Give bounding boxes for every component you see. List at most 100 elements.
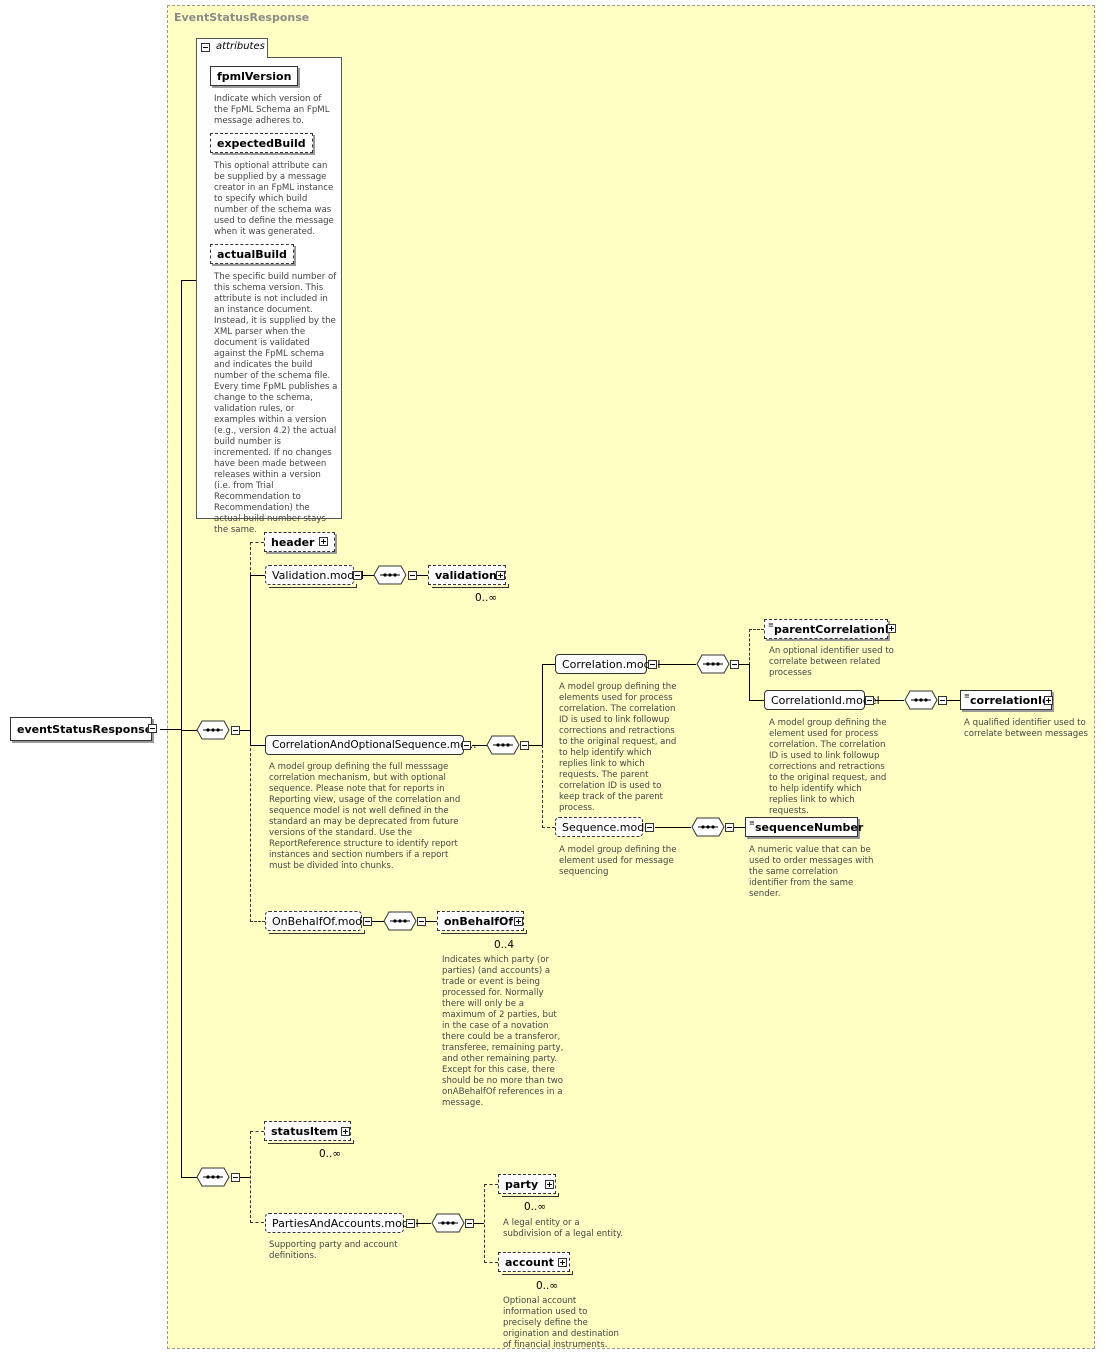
connector <box>472 745 487 746</box>
connector <box>424 921 437 922</box>
group-parties-and-accounts-model[interactable]: PartiesAndAccounts.model <box>265 1213 419 1233</box>
collapse-icon[interactable] <box>520 741 529 750</box>
element-account-label: account <box>505 1255 554 1269</box>
collapse-icon[interactable] <box>648 660 657 669</box>
expand-icon[interactable] <box>319 537 328 546</box>
expand-icon[interactable] <box>545 1180 554 1189</box>
group-on-behalf-of-model[interactable]: OnBehalfOf.model <box>265 911 372 934</box>
connector-optional <box>749 629 750 665</box>
collapse-icon[interactable] <box>865 696 874 705</box>
group-correlation-id-model-desc: A model group defining the element used … <box>769 718 887 816</box>
element-status-item-label: statusItem <box>271 1124 339 1138</box>
collapse-icon[interactable] <box>363 917 372 926</box>
group-correlation-model-label: Correlation.model <box>562 657 661 671</box>
connector-optional <box>250 1131 251 1223</box>
connector-optional <box>484 1184 485 1263</box>
group-correlation-model[interactable]: Correlation.model <box>555 654 660 674</box>
element-party-label: party <box>505 1177 539 1191</box>
connector <box>529 745 542 746</box>
expand-icon[interactable] <box>887 624 896 633</box>
connector <box>240 1177 250 1178</box>
connector <box>875 700 904 701</box>
connector <box>250 575 251 745</box>
root-element-label: eventStatusResponse <box>17 722 153 736</box>
element-account[interactable]: account <box>498 1252 573 1275</box>
sequence-compositor-icon[interactable] <box>383 911 417 931</box>
collapse-icon[interactable] <box>231 1173 240 1182</box>
attribute-fpmlversion[interactable]: fpmlVersion <box>210 66 299 86</box>
on-behalf-of-cardinality: 0..4 <box>494 939 515 951</box>
group-sequence-model[interactable]: Sequence.model <box>555 817 654 837</box>
collapse-icon[interactable] <box>148 724 157 733</box>
sequence-compositor-icon[interactable] <box>196 720 230 740</box>
expand-icon[interactable] <box>341 1127 350 1136</box>
element-correlation-id-label: correlationId <box>970 693 1050 707</box>
element-correlation-id[interactable]: ≡ correlationId <box>960 690 1052 710</box>
connector <box>372 921 384 922</box>
collapse-icon[interactable] <box>406 1219 415 1228</box>
connector-optional <box>484 1262 498 1263</box>
connector <box>181 1177 197 1178</box>
collapse-icon[interactable] <box>201 43 210 52</box>
expand-icon[interactable] <box>514 917 523 926</box>
attribute-expectedbuild[interactable]: expectedBuild <box>210 133 313 153</box>
collapse-icon[interactable] <box>408 571 417 580</box>
element-parent-correlation-id[interactable]: ≡ parentCorrelationId <box>764 619 897 639</box>
collapse-icon[interactable] <box>725 823 734 832</box>
element-sequence-number-label: sequenceNumber <box>755 820 864 834</box>
collapse-icon[interactable] <box>730 660 739 669</box>
expand-icon[interactable] <box>496 571 505 580</box>
connector <box>655 827 691 828</box>
expand-icon[interactable] <box>1044 696 1053 705</box>
element-on-behalf-of-desc: Indicates which party (or parties) (and … <box>442 955 564 1108</box>
collapse-icon[interactable] <box>465 1219 474 1228</box>
connector <box>733 827 745 828</box>
group-validation-model[interactable]: Validation.model <box>265 565 364 588</box>
element-status-item[interactable]: statusItem <box>264 1121 354 1144</box>
collapse-icon[interactable] <box>462 741 471 750</box>
group-parties-and-accounts-model-label: PartiesAndAccounts.model <box>272 1216 419 1230</box>
sequence-compositor-icon[interactable] <box>904 690 938 710</box>
group-correlation-and-optional-sequence-label: CorrelationAndOptionalSequence.mo... <box>272 739 477 751</box>
collapse-icon[interactable] <box>938 696 947 705</box>
collapse-icon[interactable] <box>231 726 240 735</box>
expand-icon[interactable] <box>558 1258 567 1267</box>
connector-optional <box>542 827 555 828</box>
element-header-label: header <box>271 535 315 549</box>
element-header[interactable]: header <box>264 532 336 552</box>
group-correlation-and-optional-sequence-desc: A model group defining the full messsage… <box>269 762 461 871</box>
element-on-behalf-of[interactable]: onBehalfOf <box>437 911 527 934</box>
sequence-compositor-icon[interactable] <box>696 654 730 674</box>
attributes-tab-label: attributes <box>216 41 265 52</box>
element-party[interactable]: party <box>498 1174 559 1197</box>
attribute-actualbuild[interactable]: actualBuild <box>210 244 294 264</box>
connector <box>473 1223 484 1224</box>
account-cardinality: 0..∞ <box>536 1280 559 1292</box>
connector <box>739 664 749 665</box>
sequence-compositor-icon[interactable] <box>691 817 725 837</box>
element-parent-correlation-id-label: parentCorrelationId <box>774 622 897 636</box>
connector <box>749 664 750 701</box>
group-correlation-id-model[interactable]: CorrelationId.model <box>764 690 880 710</box>
connector <box>542 664 543 746</box>
root-element-box[interactable]: eventStatusResponse <box>10 717 152 741</box>
collapse-icon[interactable] <box>417 917 426 926</box>
connector <box>181 280 182 1178</box>
element-validation[interactable]: validation <box>428 565 509 588</box>
validation-cardinality: 0..∞ <box>475 592 498 604</box>
collapse-icon[interactable] <box>645 823 654 832</box>
attributes-tab[interactable] <box>196 38 268 58</box>
sequence-compositor-icon[interactable] <box>373 565 407 585</box>
sequence-compositor-icon[interactable] <box>431 1213 465 1233</box>
connector <box>416 575 428 576</box>
sequence-compositor-icon[interactable] <box>486 735 520 755</box>
connector <box>160 729 182 730</box>
collapse-icon[interactable] <box>353 571 362 580</box>
sequence-compositor-icon[interactable] <box>196 1167 230 1187</box>
element-sequence-number[interactable]: ≡ sequenceNumber <box>745 817 863 837</box>
connector <box>250 575 265 576</box>
element-party-desc: A legal entity or a subdivision of a leg… <box>503 1218 623 1239</box>
connector <box>362 575 374 576</box>
group-correlation-and-optional-sequence-model[interactable]: CorrelationAndOptionalSequence.mo... <box>265 735 476 755</box>
group-correlation-id-model-label: CorrelationId.model <box>771 693 880 707</box>
